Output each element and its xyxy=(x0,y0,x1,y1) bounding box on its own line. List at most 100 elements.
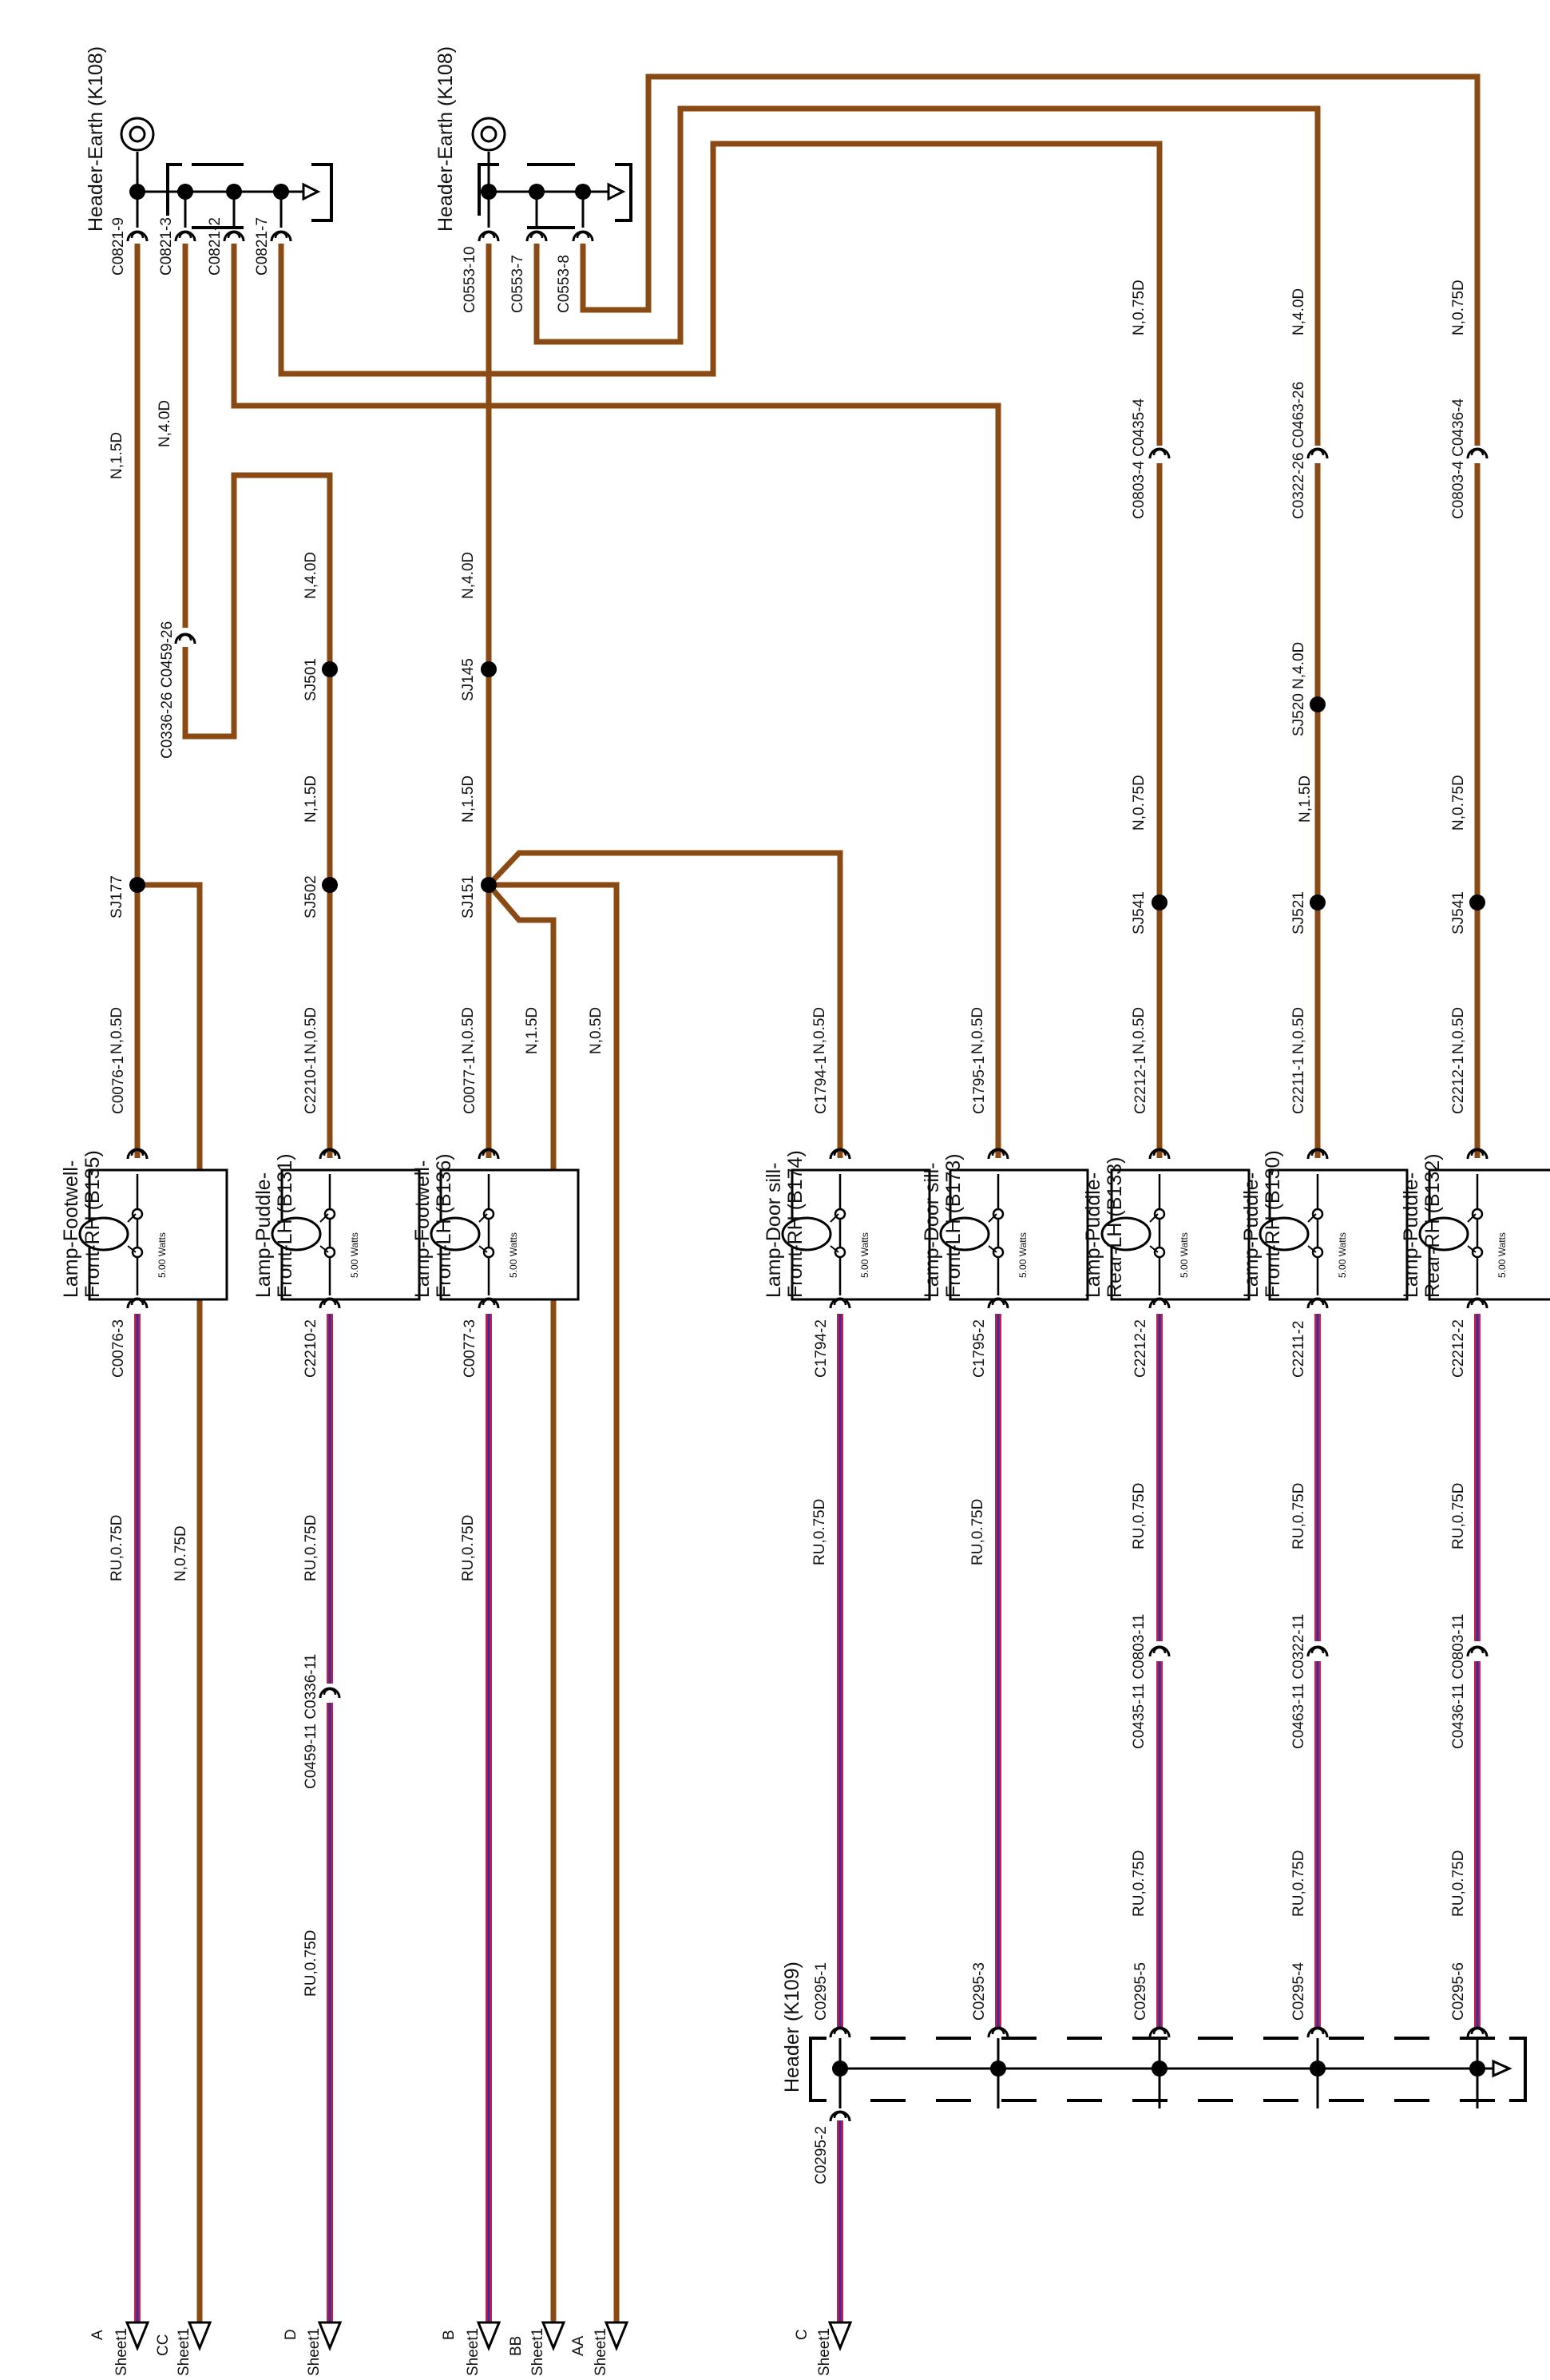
connector-pin xyxy=(1470,1646,1485,1654)
connector-pin xyxy=(833,2111,847,2119)
lamp-title: Lamp-Puddle- xyxy=(1082,1172,1104,1298)
lamp-contact xyxy=(1153,1208,1166,1220)
lamp-contact xyxy=(131,1208,144,1220)
splice-label: SJ521 xyxy=(1290,891,1307,934)
lamp-bottom-pin-label: C1794-2 xyxy=(813,1319,830,1378)
lamp-bulb-icon xyxy=(271,1216,322,1251)
lamp-top-connector xyxy=(478,1148,500,1160)
splice-label: SJ520 N,4.0D xyxy=(1290,642,1307,736)
lamp-top-connector xyxy=(987,1148,1009,1160)
wire-label: N,0.5D xyxy=(1131,1007,1148,1054)
splice-label: SJ145 xyxy=(460,658,477,701)
connector-label: C0336-26 C0459-26 xyxy=(159,621,176,759)
header-mid-pin-label: C0553-7 xyxy=(509,255,526,313)
header-bottom-top-connector xyxy=(987,2026,1009,2038)
wire-label: N,0.5D xyxy=(811,1007,828,1054)
lamp-bulb-filament xyxy=(1467,1213,1477,1253)
connector-pin xyxy=(482,1148,496,1156)
wire-label: N,0.75D xyxy=(1131,775,1148,831)
inline-connector xyxy=(319,1687,341,1699)
lamp-bulb-filament xyxy=(127,1213,137,1253)
splice-dot xyxy=(481,661,497,677)
inline-connector xyxy=(1306,447,1329,459)
lamp-top-connector xyxy=(319,1148,341,1160)
connector-pin xyxy=(1310,1148,1325,1156)
lamp-contact xyxy=(834,1246,846,1259)
wire-c0553-8 xyxy=(580,73,1481,446)
offsheet-arrow xyxy=(125,2321,150,2351)
connector-pin xyxy=(1310,2027,1325,2035)
offsheet-letter: D xyxy=(283,2329,299,2340)
lamp-subtitle: Front-RH (B135) xyxy=(81,1150,104,1298)
offsheet-sheet: Sheet1 xyxy=(465,2328,482,2376)
inline-connector xyxy=(1466,1645,1489,1657)
lamp-top-pin-label: C2212-1 xyxy=(1132,1056,1149,1114)
lamp-contact xyxy=(1311,1246,1324,1259)
lamp-subtitle: Front-LH (B136) xyxy=(433,1153,455,1298)
header-left-pin-connector xyxy=(126,230,149,242)
lamp-bulb-icon xyxy=(1100,1216,1152,1251)
header-mid-pin-connector xyxy=(525,230,548,242)
connector-label: C0463-11 C0322-11 xyxy=(1290,1614,1307,1749)
lamp-contact xyxy=(992,1208,1005,1220)
offsheet-letter: AA xyxy=(570,2335,587,2356)
wire-c0821-2 xyxy=(231,244,1001,1158)
connector-label: C0435-11 C0803-11 xyxy=(1131,1614,1148,1749)
lamp-contact xyxy=(1471,1208,1484,1220)
lamp-contact xyxy=(992,1246,1005,1259)
earth-ground-icon-inner xyxy=(129,125,146,143)
wire-label: N,0.5D xyxy=(969,1007,986,1054)
header-mid-bus-arrow xyxy=(607,182,626,201)
lamp-top-connector xyxy=(1306,1148,1329,1160)
lamp-contact xyxy=(131,1246,144,1259)
connector-pin xyxy=(1470,1298,1485,1306)
offsheet-sheet: Sheet1 xyxy=(529,2328,546,2376)
wire-label: N,0.5D xyxy=(1290,1007,1307,1054)
connector-pin xyxy=(991,1148,1005,1156)
connector-label: C0436-11 C0803-11 xyxy=(1450,1614,1467,1749)
lamp-bottom-pin-label: C0077-3 xyxy=(462,1319,478,1378)
connector-pin xyxy=(833,1298,847,1306)
wire-c0553-7 xyxy=(533,105,1321,446)
connector-pin xyxy=(130,1148,145,1156)
splice-dot xyxy=(322,877,338,893)
offsheet-sheet: Sheet1 xyxy=(176,2328,192,2376)
splice-dot xyxy=(1310,696,1326,712)
lamp-title: Lamp-Footwell- xyxy=(411,1160,434,1298)
connector-pin xyxy=(482,1298,496,1306)
wire-label: N,0.5D xyxy=(460,1007,477,1054)
lamp-top-connector xyxy=(829,1148,851,1160)
header-bottom-pin-label: C0295-1 xyxy=(813,1962,830,2021)
connector-label: C0803-4 C0436-4 xyxy=(1450,399,1467,519)
connector-pin xyxy=(227,231,241,239)
wire-label: N,0.5D xyxy=(588,1007,605,1054)
inline-connector xyxy=(1466,447,1489,459)
header-left-pin-connector xyxy=(174,230,196,242)
inline-connector xyxy=(1306,1645,1329,1657)
lamp-title: Lamp-Puddle- xyxy=(1240,1172,1263,1298)
lamp-watts: 5.00 Watts xyxy=(157,1232,168,1278)
header-bottom-pin-label: C0295-6 xyxy=(1450,1962,1467,2021)
lamp-bulb-filament xyxy=(830,1213,839,1253)
wire-label: N,0.75D xyxy=(1450,775,1467,831)
lamp-top-pin-label: C2211-1 xyxy=(1290,1057,1307,1114)
header-bottom-pin-label: C0295-2 xyxy=(813,2126,830,2184)
splice-label: SJ151 xyxy=(460,875,477,918)
connector-pin xyxy=(833,1148,847,1156)
header-bottom-frame-left xyxy=(809,2037,827,2102)
lamp-bulb-icon xyxy=(1259,1216,1310,1251)
lamp-top-connector xyxy=(126,1148,149,1160)
lamp-bulb-icon xyxy=(781,1216,832,1251)
connector-pin xyxy=(1470,2027,1485,2035)
lamp-bulb-filament xyxy=(1307,1213,1317,1253)
offsheet-sheet: Sheet1 xyxy=(306,2328,323,2376)
connector-pin xyxy=(576,231,590,239)
lamp-subtitle: Front-RH (B130) xyxy=(1262,1150,1284,1298)
lamp-contact xyxy=(482,1208,495,1220)
wire-label: RU,0.75D xyxy=(1131,1850,1148,1917)
lamp-watts: 5.00 Watts xyxy=(1496,1232,1508,1278)
lamp-top-pin-label: C0077-1 xyxy=(462,1056,478,1114)
header-bottom-pin-label: C0295-3 xyxy=(971,1962,988,2021)
wire-label: RU,0.75D xyxy=(303,1930,319,1997)
splice-label: SJ541 xyxy=(1450,891,1467,934)
